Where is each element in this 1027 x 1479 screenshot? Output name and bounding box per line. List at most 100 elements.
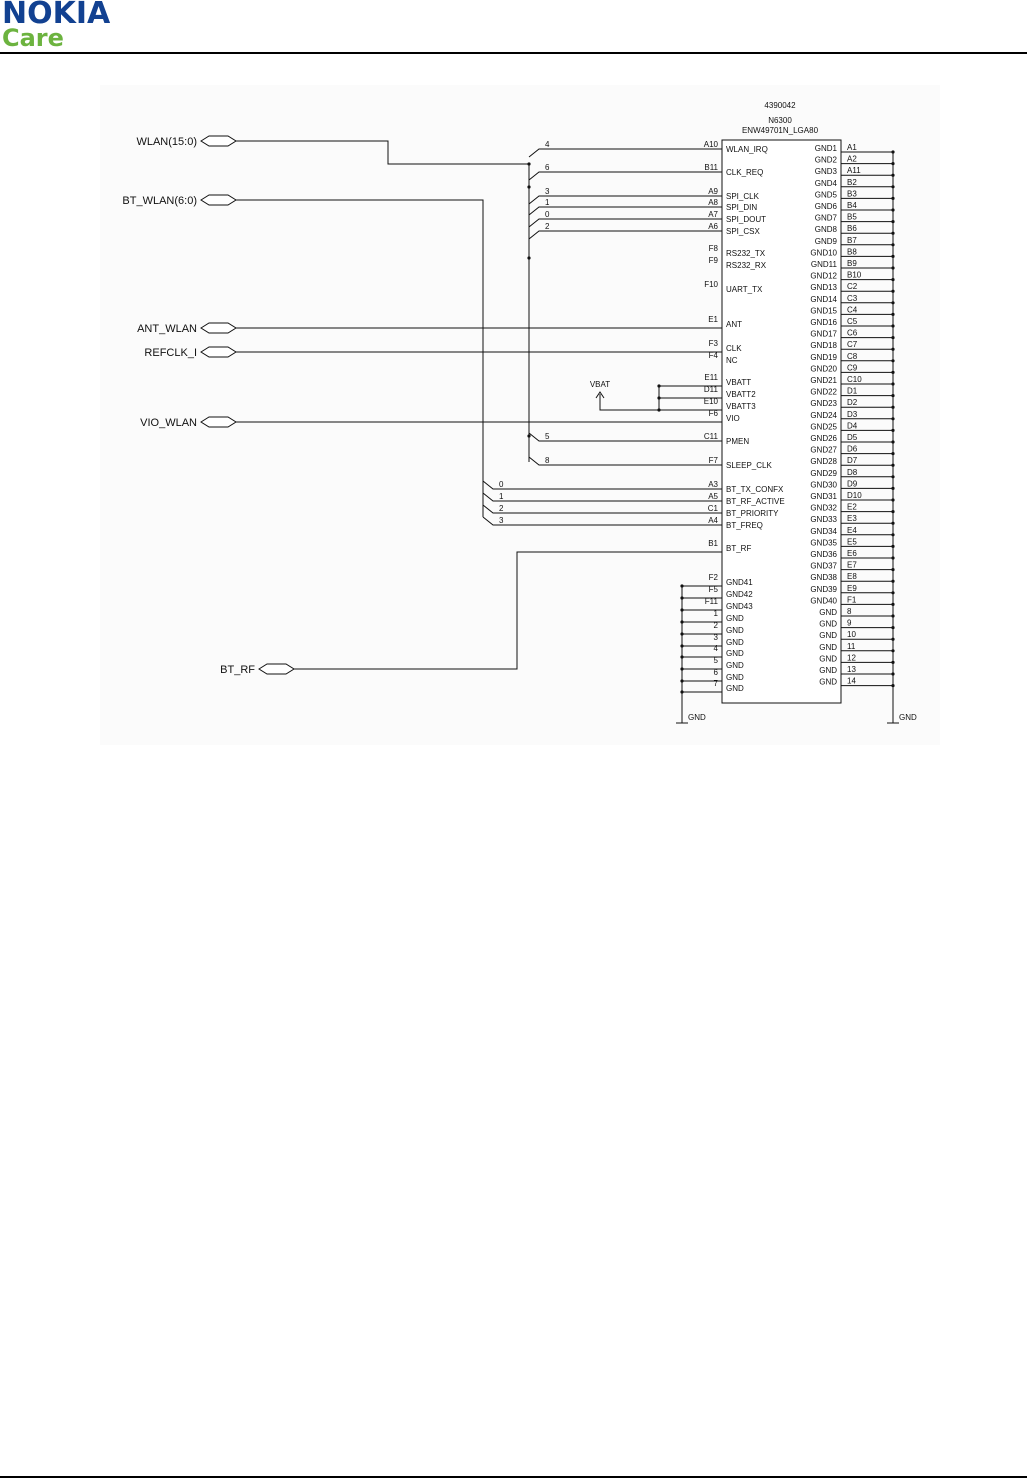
vbat-dot — [657, 408, 661, 412]
gnd-right-label: GND — [899, 713, 917, 722]
left-pin-pad: E1 — [708, 315, 718, 324]
right-pin-name: GND38 — [810, 573, 837, 582]
bt-rf-wire — [294, 551, 722, 670]
left-pin-name: GND43 — [726, 602, 753, 611]
bt-tap-wire — [482, 480, 722, 490]
left-pin-pad: A4 — [708, 516, 718, 525]
bt-tap-index: 1 — [499, 492, 504, 501]
bt-tap-index: 3 — [499, 516, 504, 525]
left-gnd-dot — [680, 596, 684, 600]
right-pin-name: GND33 — [810, 515, 837, 524]
right-pin-name: GND — [819, 620, 837, 629]
ant-wlan-port-connector — [200, 322, 237, 334]
right-pin-pad: E8 — [847, 572, 857, 581]
right-pin-name: GND23 — [810, 399, 837, 408]
left-pin-name: VIO — [726, 414, 740, 423]
chip-name: ENW49701N_LGA80 — [742, 126, 819, 135]
right-pin-name: GND6 — [815, 202, 838, 211]
right-pin-pad: B8 — [847, 247, 857, 256]
right-pin-pad: E7 — [847, 561, 857, 570]
gnd-left-label: GND — [688, 713, 706, 722]
left-pin-name: GND — [726, 638, 744, 647]
chip-ref: N6300 — [768, 116, 792, 125]
vbat-dot — [657, 384, 661, 388]
right-pin-pad: 9 — [847, 619, 852, 628]
left-pin-name: GND — [726, 626, 744, 635]
wlan-tap-wire — [528, 432, 722, 442]
left-pin-pad: F9 — [709, 256, 719, 265]
right-pin-name: GND24 — [810, 411, 837, 420]
right-pin-name: GND4 — [815, 179, 838, 188]
wlan-tap-index: 2 — [545, 222, 550, 231]
right-pin-name: GND — [819, 608, 837, 617]
wlan-tap-index: 4 — [545, 140, 550, 149]
labels: A10WLAN_IRQB11CLK_REQA9SPI_CLKA8SPI_DINA… — [122, 136, 917, 722]
left-pin-pad: A6 — [708, 222, 718, 231]
right-pin-pad: D1 — [847, 387, 858, 396]
right-pin-pad: D10 — [847, 491, 862, 500]
right-pin-pad: C10 — [847, 375, 862, 384]
right-pin-name: GND29 — [810, 469, 837, 478]
right-pin-pad: B6 — [847, 224, 857, 233]
left-pin-name: GND — [726, 673, 744, 682]
left-pin-pad: 6 — [714, 668, 719, 677]
wlan-tap-index: 3 — [545, 187, 550, 196]
left-pin-pad: B11 — [704, 163, 718, 172]
left-pin-pad: F2 — [709, 573, 719, 582]
bt-bus-wire — [236, 199, 484, 517]
right-pin-name: GND37 — [810, 562, 837, 571]
right-pin-pad: B10 — [847, 271, 862, 280]
right-pin-name: GND8 — [815, 225, 838, 234]
right-pin-name: GND10 — [810, 248, 837, 257]
wlan-tap-wire — [528, 195, 722, 205]
right-pin-name: GND13 — [810, 283, 837, 292]
left-pin-pad: F11 — [705, 597, 719, 606]
right-pin-name: GND40 — [810, 596, 837, 605]
left-pin-name: BT_RF_ACTIVE — [726, 497, 785, 506]
left-gnd-dot — [680, 644, 684, 648]
left-pin-pad: F5 — [709, 585, 719, 594]
right-pin-pad: E4 — [847, 526, 857, 535]
wlan-bus-wire — [236, 140, 529, 165]
vbat-dot — [657, 396, 661, 400]
left-gnd-dot — [680, 632, 684, 636]
right-pin-name: GND17 — [810, 330, 837, 339]
left-pin-name: GND — [726, 684, 744, 693]
right-pin-name: GND27 — [810, 446, 837, 455]
bt-wlan-bus-port-label: BT_WLAN(6:0) — [122, 195, 197, 207]
chip-body — [721, 139, 842, 704]
right-pin-pad: D7 — [847, 456, 858, 465]
right-pin-pad: B7 — [847, 236, 857, 245]
vbat-label: VBAT — [590, 380, 610, 389]
left-pin-name: GND41 — [726, 578, 753, 587]
right-pin-pad: A1 — [847, 143, 857, 152]
wlan-tap-wire — [528, 456, 722, 466]
left-pin-name: VBATT3 — [726, 402, 756, 411]
right-pin-name: GND — [819, 678, 837, 687]
right-pin-name: GND25 — [810, 422, 837, 431]
right-pin-pad: 8 — [847, 607, 852, 616]
right-pin-name: GND14 — [810, 295, 837, 304]
wlan-bus-dot — [527, 185, 531, 189]
care-logo: Care — [2, 24, 64, 52]
right-pin-pad: B5 — [847, 213, 857, 222]
left-pin-name: GND42 — [726, 590, 753, 599]
right-pin-pad: A11 — [847, 166, 861, 175]
left-gnd-dot — [680, 620, 684, 624]
left-pin-pad: F7 — [709, 456, 719, 465]
left-pin-pad: 7 — [714, 679, 719, 688]
right-pin-name: GND35 — [810, 538, 837, 547]
left-gnd-dot — [680, 679, 684, 683]
left-pin-pad: E10 — [704, 397, 719, 406]
bt-tap-wire — [482, 504, 722, 514]
footer-divider — [0, 1476, 1027, 1478]
left-pin-name: UART_TX — [726, 285, 763, 294]
right-pin-name: GND — [819, 654, 837, 663]
bt-tap-index: 2 — [499, 504, 504, 513]
right-pin-name: GND — [819, 666, 837, 675]
vio-wlan-port-connector — [200, 416, 237, 428]
left-pin-pad: E11 — [704, 373, 718, 382]
left-pin-pad: B1 — [708, 539, 718, 548]
left-pin-pad: 4 — [714, 644, 719, 653]
left-pin-name: SPI_DIN — [726, 203, 757, 212]
